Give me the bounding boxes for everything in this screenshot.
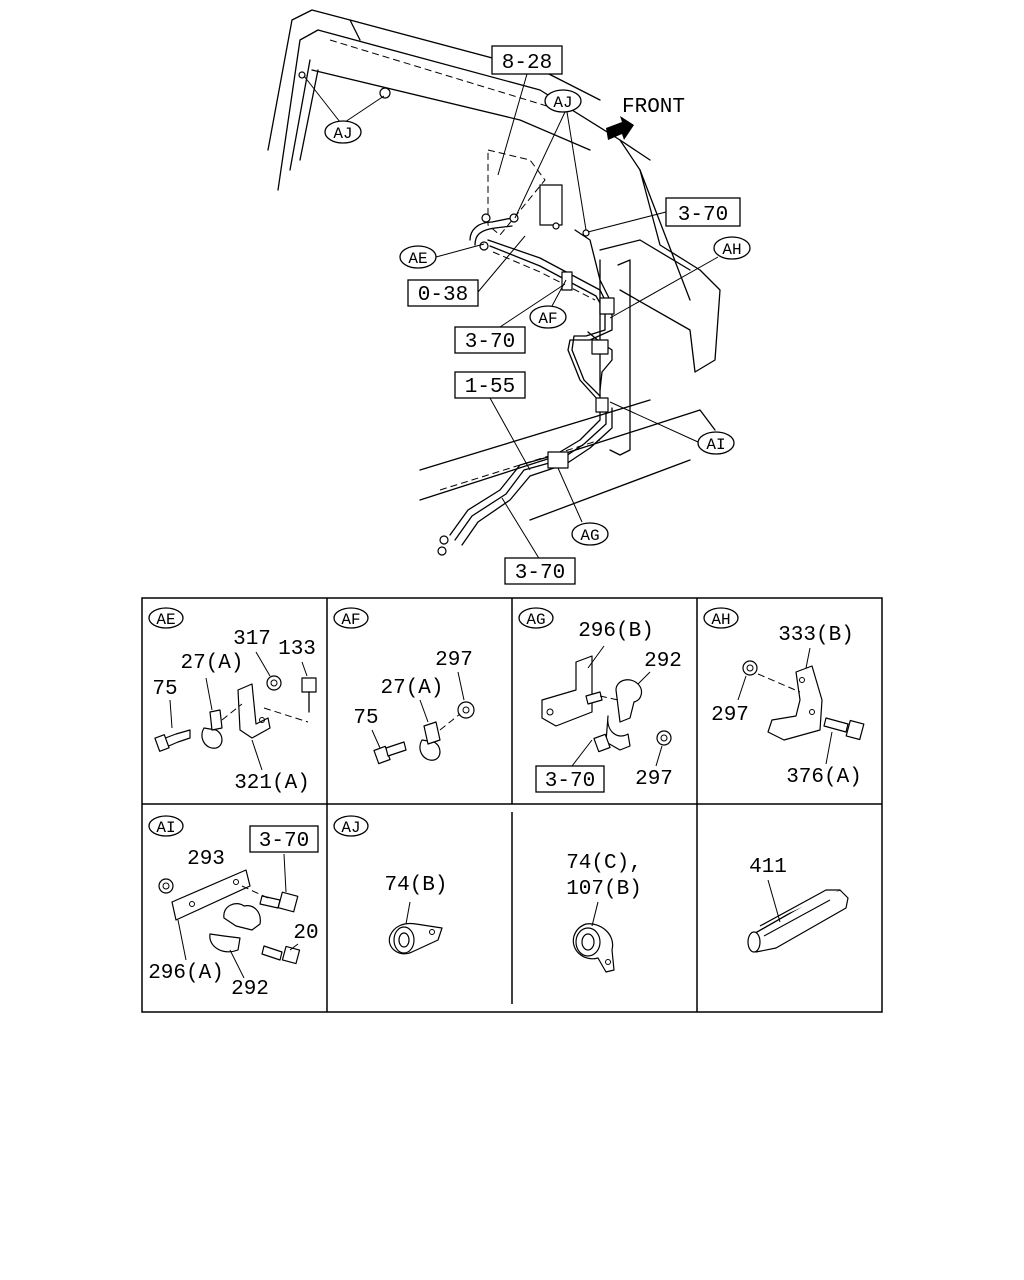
svg-text:AI: AI — [706, 436, 725, 454]
part-297: 297 — [711, 704, 749, 727]
part-20: 20 — [293, 922, 318, 945]
svg-text:AH: AH — [722, 241, 741, 259]
part-296b: 296(B) — [578, 620, 654, 643]
part-107b: 107(B) — [566, 878, 642, 901]
part-292: 292 — [231, 978, 269, 1001]
svg-text:1-55: 1-55 — [465, 376, 515, 399]
part-296a: 296(A) — [148, 962, 224, 985]
svg-text:AF: AF — [538, 310, 557, 328]
callout-ai: AI — [697, 431, 735, 455]
callout-aj-top: AJ — [544, 89, 582, 113]
callout-aj-left: AJ — [324, 120, 362, 144]
detail-panel-ae: AE 317 133 27(A) 75 321(A) — [148, 607, 317, 795]
svg-text:8-28: 8-28 — [502, 52, 552, 75]
svg-text:AJ: AJ — [553, 94, 572, 112]
detail-panel-411: 411 — [747, 856, 849, 953]
part-411: 411 — [749, 856, 787, 879]
part-297: 297 — [435, 649, 473, 672]
panel-tag-ag: AG — [526, 611, 545, 629]
callout-af: AF — [529, 305, 567, 329]
leader-lines — [303, 73, 719, 561]
part-75: 75 — [152, 678, 177, 701]
ref-box-3-70-ag: 3-70 — [535, 765, 605, 793]
part-297: 297 — [635, 768, 673, 791]
ref-box-3-70-ai: 3-70 — [249, 825, 319, 853]
detail-panel-ag: AG 296(B) 292 297 3-70 — [518, 607, 682, 793]
part-333b: 333(B) — [778, 624, 854, 647]
panel-tag-ah: AH — [711, 611, 730, 629]
panel-tag-ai: AI — [156, 819, 175, 837]
ref-box-0-38: 0-38 — [407, 279, 479, 307]
detail-grid — [141, 597, 883, 1013]
part-292: 292 — [644, 650, 682, 673]
part-376a: 376(A) — [786, 766, 862, 789]
front-label: FRONT — [622, 96, 685, 119]
part-321a: 321(A) — [234, 772, 310, 795]
part-293: 293 — [187, 848, 225, 871]
panel-tag-aj: AJ — [341, 819, 360, 837]
ref-box-3-70-mid: 3-70 — [454, 326, 526, 354]
ref-box-3-70-bottom: 3-70 — [504, 557, 576, 585]
callout-ah: AH — [713, 236, 751, 260]
svg-text:AJ: AJ — [333, 125, 352, 143]
detail-panel-ah: AH 333(B) 297 376(A) — [703, 607, 865, 789]
part-75: 75 — [353, 707, 378, 730]
svg-text:3-70: 3-70 — [259, 830, 309, 853]
ref-box-3-70-top: 3-70 — [665, 197, 741, 227]
detail-panel-ai: AI 3-70 293 20 296(A) 292 — [148, 815, 319, 1001]
part-27a: 27(A) — [180, 652, 243, 675]
part-74c: 74(C), — [566, 852, 642, 875]
svg-text:3-70: 3-70 — [678, 204, 728, 227]
callout-ag: AG — [571, 522, 609, 546]
panel-tag-ae: AE — [156, 611, 175, 629]
svg-text:3-70: 3-70 — [545, 770, 595, 793]
ref-box-8-28: 8-28 — [491, 45, 563, 75]
part-27a: 27(A) — [380, 677, 443, 700]
svg-text:3-70: 3-70 — [465, 331, 515, 354]
svg-text:AG: AG — [580, 527, 599, 545]
detail-panel-aj: AJ 74(B) 74(C), 107(B) — [333, 815, 642, 973]
svg-text:0-38: 0-38 — [418, 284, 468, 307]
detail-panel-af: AF 297 27(A) 75 — [333, 607, 475, 765]
part-133: 133 — [278, 638, 316, 661]
front-arrow-icon — [606, 116, 634, 140]
main-view-hardware — [298, 71, 615, 556]
svg-text:3-70: 3-70 — [515, 562, 565, 585]
svg-text:AE: AE — [408, 250, 427, 268]
part-74b: 74(B) — [384, 874, 447, 897]
callout-ae: AE — [399, 245, 437, 269]
part-317: 317 — [233, 628, 271, 651]
vehicle-frame-outline — [267, 9, 721, 521]
panel-tag-af: AF — [341, 611, 360, 629]
ref-box-1-55: 1-55 — [454, 371, 526, 399]
